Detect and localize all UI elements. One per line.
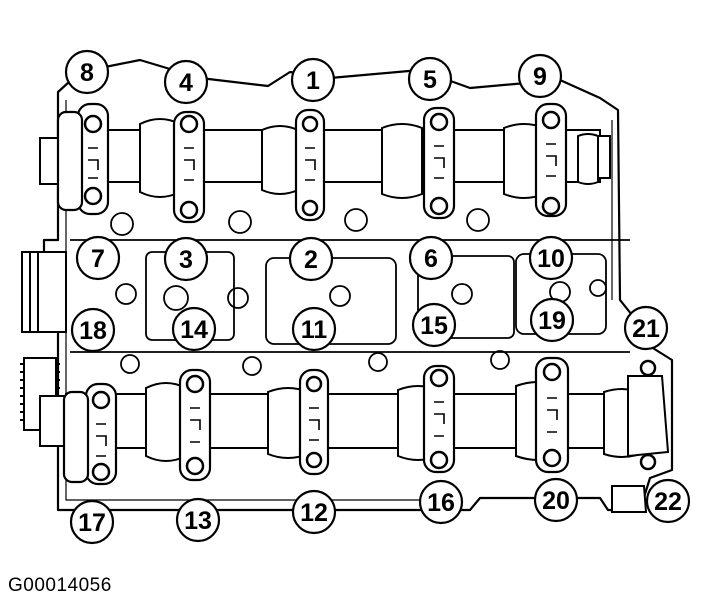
callout-circle <box>408 235 454 281</box>
callout-10: 10 <box>528 235 574 281</box>
callout-number: 2 <box>304 246 318 274</box>
callout-circle <box>623 305 669 351</box>
callout-number: 11 <box>301 316 328 344</box>
callout-circle <box>70 307 116 353</box>
callout-circle <box>291 306 337 352</box>
middle-deck-detail <box>70 208 630 376</box>
callout-1: 1 <box>290 57 336 103</box>
callout-number: 5 <box>423 66 437 94</box>
callout-14: 14 <box>171 306 217 352</box>
upper-cap-bolts <box>83 110 561 220</box>
callout-8: 8 <box>64 49 110 95</box>
callout-circle <box>533 477 579 523</box>
callout-16: 16 <box>418 479 464 525</box>
callout-7: 7 <box>75 235 121 281</box>
callout-circle <box>529 297 575 343</box>
callout-circle <box>290 57 336 103</box>
callout-9: 9 <box>517 53 563 99</box>
callout-number: 18 <box>79 317 107 345</box>
callout-circle <box>407 56 453 102</box>
figure-id: G00014056 <box>8 575 112 596</box>
callout-number: 17 <box>78 509 106 537</box>
callout-21: 21 <box>623 305 669 351</box>
callout-circle <box>163 236 209 282</box>
callout-circle <box>175 497 221 543</box>
upper-bearing-caps <box>56 102 568 224</box>
callout-number: 14 <box>180 316 208 344</box>
callout-6: 6 <box>408 235 454 281</box>
callout-circle <box>517 53 563 99</box>
callout-5: 5 <box>407 56 453 102</box>
callout-3: 3 <box>163 236 209 282</box>
callout-12: 12 <box>291 489 337 535</box>
callout-circle <box>418 479 464 525</box>
callout-number: 6 <box>424 245 438 273</box>
callout-number: 15 <box>420 312 448 340</box>
lower-cap-bolts <box>91 359 657 482</box>
callout-circle <box>64 49 110 95</box>
callout-number: 16 <box>427 489 455 517</box>
upper-camshaft <box>39 118 611 199</box>
callout-number: 8 <box>80 59 94 87</box>
callout-2: 2 <box>288 236 334 282</box>
callout-number: 10 <box>537 245 565 273</box>
callout-22: 22 <box>645 478 691 524</box>
callout-17: 17 <box>69 499 115 545</box>
callout-19: 19 <box>529 297 575 343</box>
callout-number: 3 <box>179 246 193 274</box>
callout-number: 19 <box>538 307 566 335</box>
callout-number: 7 <box>91 245 105 273</box>
callout-number: 13 <box>184 507 212 535</box>
lower-camshaft <box>39 375 670 462</box>
callout-circle <box>291 489 337 535</box>
upper-cap-marks <box>88 143 557 181</box>
callout-number: 21 <box>632 315 660 343</box>
callout-number: 12 <box>300 499 328 527</box>
callout-circle <box>171 306 217 352</box>
callout-circle <box>69 499 115 545</box>
callout-circle <box>75 235 121 281</box>
callout-number: 9 <box>533 63 547 91</box>
mounting-tab-right <box>611 485 648 513</box>
callout-11: 11 <box>291 306 337 352</box>
callout-number: 4 <box>179 69 193 97</box>
callout-13: 13 <box>175 497 221 543</box>
callout-15: 15 <box>411 302 457 348</box>
callout-circle <box>411 302 457 348</box>
callout-circle <box>163 59 209 105</box>
callout-18: 18 <box>70 307 116 353</box>
callout-circle <box>528 235 574 281</box>
callout-20: 20 <box>533 477 579 523</box>
callout-number: 1 <box>306 67 320 95</box>
callout-number: 20 <box>542 487 570 515</box>
lower-bearing-caps <box>62 356 570 486</box>
callout-circle <box>288 236 334 282</box>
callout-circle <box>645 478 691 524</box>
callout-number: 22 <box>654 488 682 516</box>
lower-cap-marks <box>96 397 558 457</box>
callout-4: 4 <box>163 59 209 105</box>
